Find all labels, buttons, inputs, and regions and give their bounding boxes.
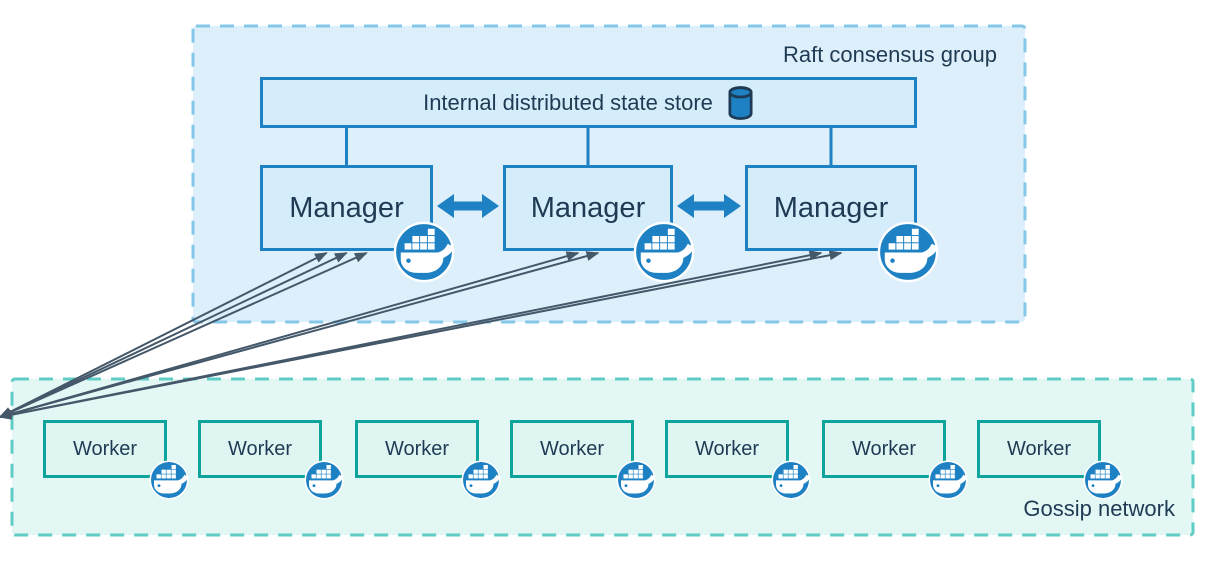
manager-peer-arrow <box>437 194 499 218</box>
manager-label: Manager <box>773 191 889 224</box>
worker-manager-arrow <box>0 250 843 420</box>
manager-peer-arrow <box>677 194 741 218</box>
docker-whale-icon <box>1083 460 1123 500</box>
manager-label: Manager <box>289 191 404 224</box>
docker-whale-icon <box>928 460 968 500</box>
docker-whale-icon <box>149 460 189 500</box>
worker-label: Worker <box>1006 437 1072 460</box>
worker-node: Worker <box>198 420 344 500</box>
manager-node: Manager <box>503 165 695 283</box>
worker-node: Worker <box>43 420 189 500</box>
manager-label: Manager <box>530 191 646 224</box>
docker-whale-icon <box>877 221 939 283</box>
worker-label: Worker <box>851 437 917 460</box>
worker-manager-arrow <box>0 252 348 418</box>
worker-manager-arrow <box>0 251 600 419</box>
worker-label: Worker <box>227 437 293 460</box>
worker-node: Worker <box>822 420 968 500</box>
worker-node: Worker <box>355 420 501 500</box>
docker-whale-icon <box>304 460 344 500</box>
docker-whale-icon <box>616 460 656 500</box>
state-store-label: Internal distributed state store <box>423 89 713 115</box>
worker-label: Worker <box>384 437 450 460</box>
worker-label: Worker <box>694 437 760 460</box>
worker-label: Worker <box>539 437 605 460</box>
docker-whale-icon <box>393 221 455 283</box>
raft-group-label: Raft consensus group <box>782 42 997 67</box>
worker-manager-arrow <box>0 252 328 418</box>
worker-manager-arrow <box>0 252 368 418</box>
worker-node: Worker <box>977 420 1123 500</box>
database-icon <box>728 85 753 120</box>
state-store-box: Internal distributed state store <box>260 77 917 128</box>
manager-node: Manager <box>745 165 939 283</box>
gossip-network-label: Gossip network <box>1023 496 1175 521</box>
worker-label: Worker <box>72 437 138 460</box>
worker-node: Worker <box>665 420 811 500</box>
docker-whale-icon <box>633 221 695 283</box>
worker-node: Worker <box>510 420 656 500</box>
docker-whale-icon <box>461 460 501 500</box>
manager-node: Manager <box>260 165 455 283</box>
docker-whale-icon <box>771 460 811 500</box>
